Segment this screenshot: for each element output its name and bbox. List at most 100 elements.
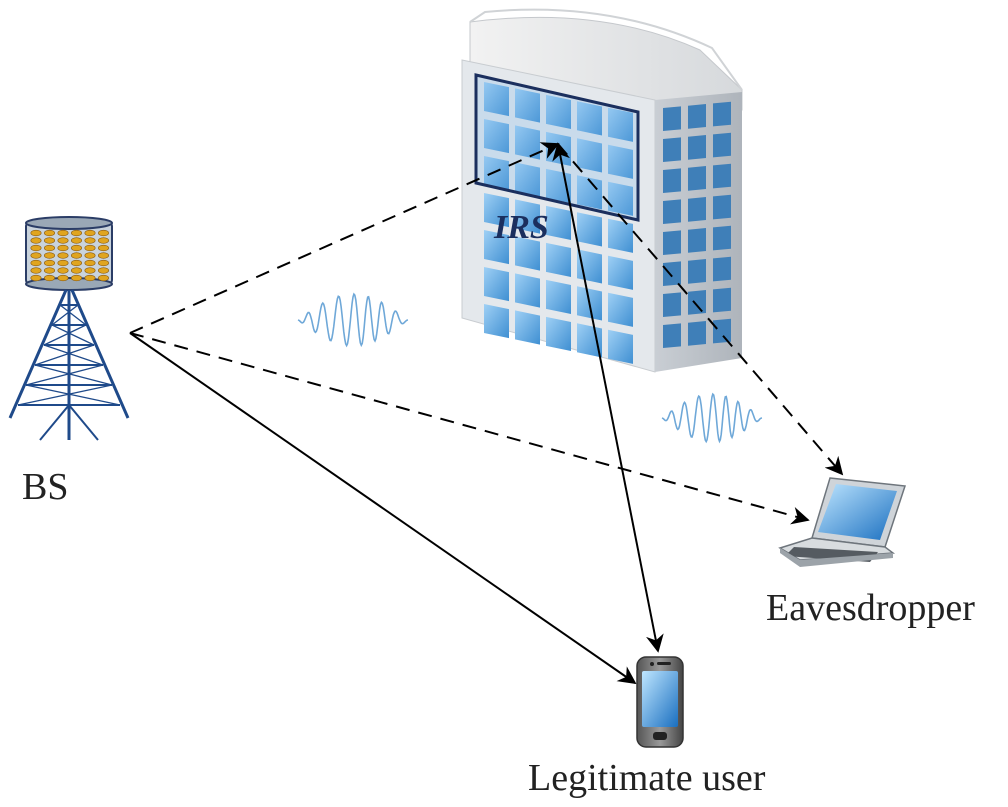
antenna-element <box>71 252 83 259</box>
building-window <box>484 82 509 117</box>
antenna-element <box>98 259 110 267</box>
antenna-element <box>98 252 110 259</box>
building-window <box>688 321 706 346</box>
antenna-element <box>30 229 42 237</box>
antenna-element <box>43 229 55 237</box>
building-window <box>663 261 681 286</box>
building-window <box>713 132 731 158</box>
antenna-element <box>98 267 110 274</box>
building-window <box>546 316 571 352</box>
building-window <box>663 292 681 317</box>
antenna-element <box>43 237 55 244</box>
antenna-element <box>30 244 42 252</box>
building-window <box>515 310 540 345</box>
building-window <box>713 318 731 344</box>
antenna-element <box>57 274 69 282</box>
building-window <box>515 125 540 160</box>
link-bs-eavesdropper <box>129 332 810 525</box>
link-bs-user <box>129 332 637 685</box>
antenna-element <box>98 274 110 282</box>
building-icon: IRS <box>461 8 743 373</box>
antenna-element <box>43 267 55 274</box>
building-window <box>713 194 731 220</box>
link-bs-irs <box>129 142 560 334</box>
tower-icon <box>8 216 130 441</box>
antenna-element <box>57 229 69 237</box>
laptop-icon <box>778 477 907 567</box>
building-window <box>688 166 706 191</box>
antenna-element <box>57 237 69 244</box>
building-window <box>546 242 571 278</box>
irs-label: IRS <box>493 209 549 246</box>
antenna-element <box>43 259 55 267</box>
antenna-element <box>30 267 42 274</box>
antenna-element <box>30 252 42 259</box>
antenna-element <box>57 259 69 267</box>
building-window <box>515 88 540 123</box>
building-window <box>608 218 633 253</box>
antenna-element <box>84 229 96 237</box>
building-window <box>713 101 731 127</box>
antenna-element <box>71 244 83 252</box>
building-window <box>484 230 509 265</box>
building-window <box>608 255 633 290</box>
building-window <box>608 292 633 327</box>
building-window <box>688 259 706 284</box>
antenna-element <box>84 237 96 244</box>
building-window <box>484 156 509 191</box>
building-window <box>663 230 681 255</box>
eavesdropper-label: Eavesdropper <box>766 587 975 629</box>
wave-icon <box>297 292 409 348</box>
building-window <box>515 236 540 271</box>
antenna-element <box>43 244 55 252</box>
antenna-element <box>57 267 69 274</box>
antenna-element <box>84 274 96 282</box>
building-window <box>688 104 706 129</box>
building-window <box>515 273 540 308</box>
antenna-element <box>57 244 69 252</box>
antenna-element <box>30 259 42 267</box>
building-window <box>663 168 681 193</box>
building-window <box>546 205 571 241</box>
wave-icon <box>661 392 763 444</box>
building-window <box>484 267 509 302</box>
building-window <box>608 107 633 142</box>
building-window <box>484 304 509 339</box>
bs-label: BS <box>22 466 69 508</box>
links <box>129 142 844 685</box>
building-window <box>608 329 633 364</box>
antenna-element <box>84 252 96 259</box>
antenna-element <box>84 267 96 274</box>
building-window <box>688 197 706 222</box>
antenna-element <box>71 267 83 274</box>
antenna-element <box>98 244 110 252</box>
building-window <box>577 101 602 136</box>
building-window <box>484 119 509 154</box>
building-window <box>515 162 540 197</box>
antenna-element <box>57 252 69 259</box>
antenna-element <box>71 237 83 244</box>
antenna-element <box>98 237 110 244</box>
building-window <box>663 323 681 348</box>
building-window <box>713 163 731 189</box>
building-window <box>688 228 706 253</box>
building-window <box>663 199 681 224</box>
antenna-element <box>30 237 42 244</box>
building-window <box>713 256 731 282</box>
antenna-element <box>98 229 110 237</box>
legitimate-user-label: Legitimate user <box>528 757 766 799</box>
building-window <box>688 290 706 315</box>
antenna-element <box>84 244 96 252</box>
building-window <box>713 287 731 313</box>
building-window <box>546 94 571 130</box>
link-irs-user <box>552 142 664 653</box>
antenna-element <box>71 229 83 237</box>
antenna-element <box>71 259 83 267</box>
antenna-element <box>43 274 55 282</box>
antenna-element <box>71 274 83 282</box>
antenna-element <box>30 274 42 282</box>
building-window <box>663 106 681 131</box>
antenna-element <box>84 259 96 267</box>
